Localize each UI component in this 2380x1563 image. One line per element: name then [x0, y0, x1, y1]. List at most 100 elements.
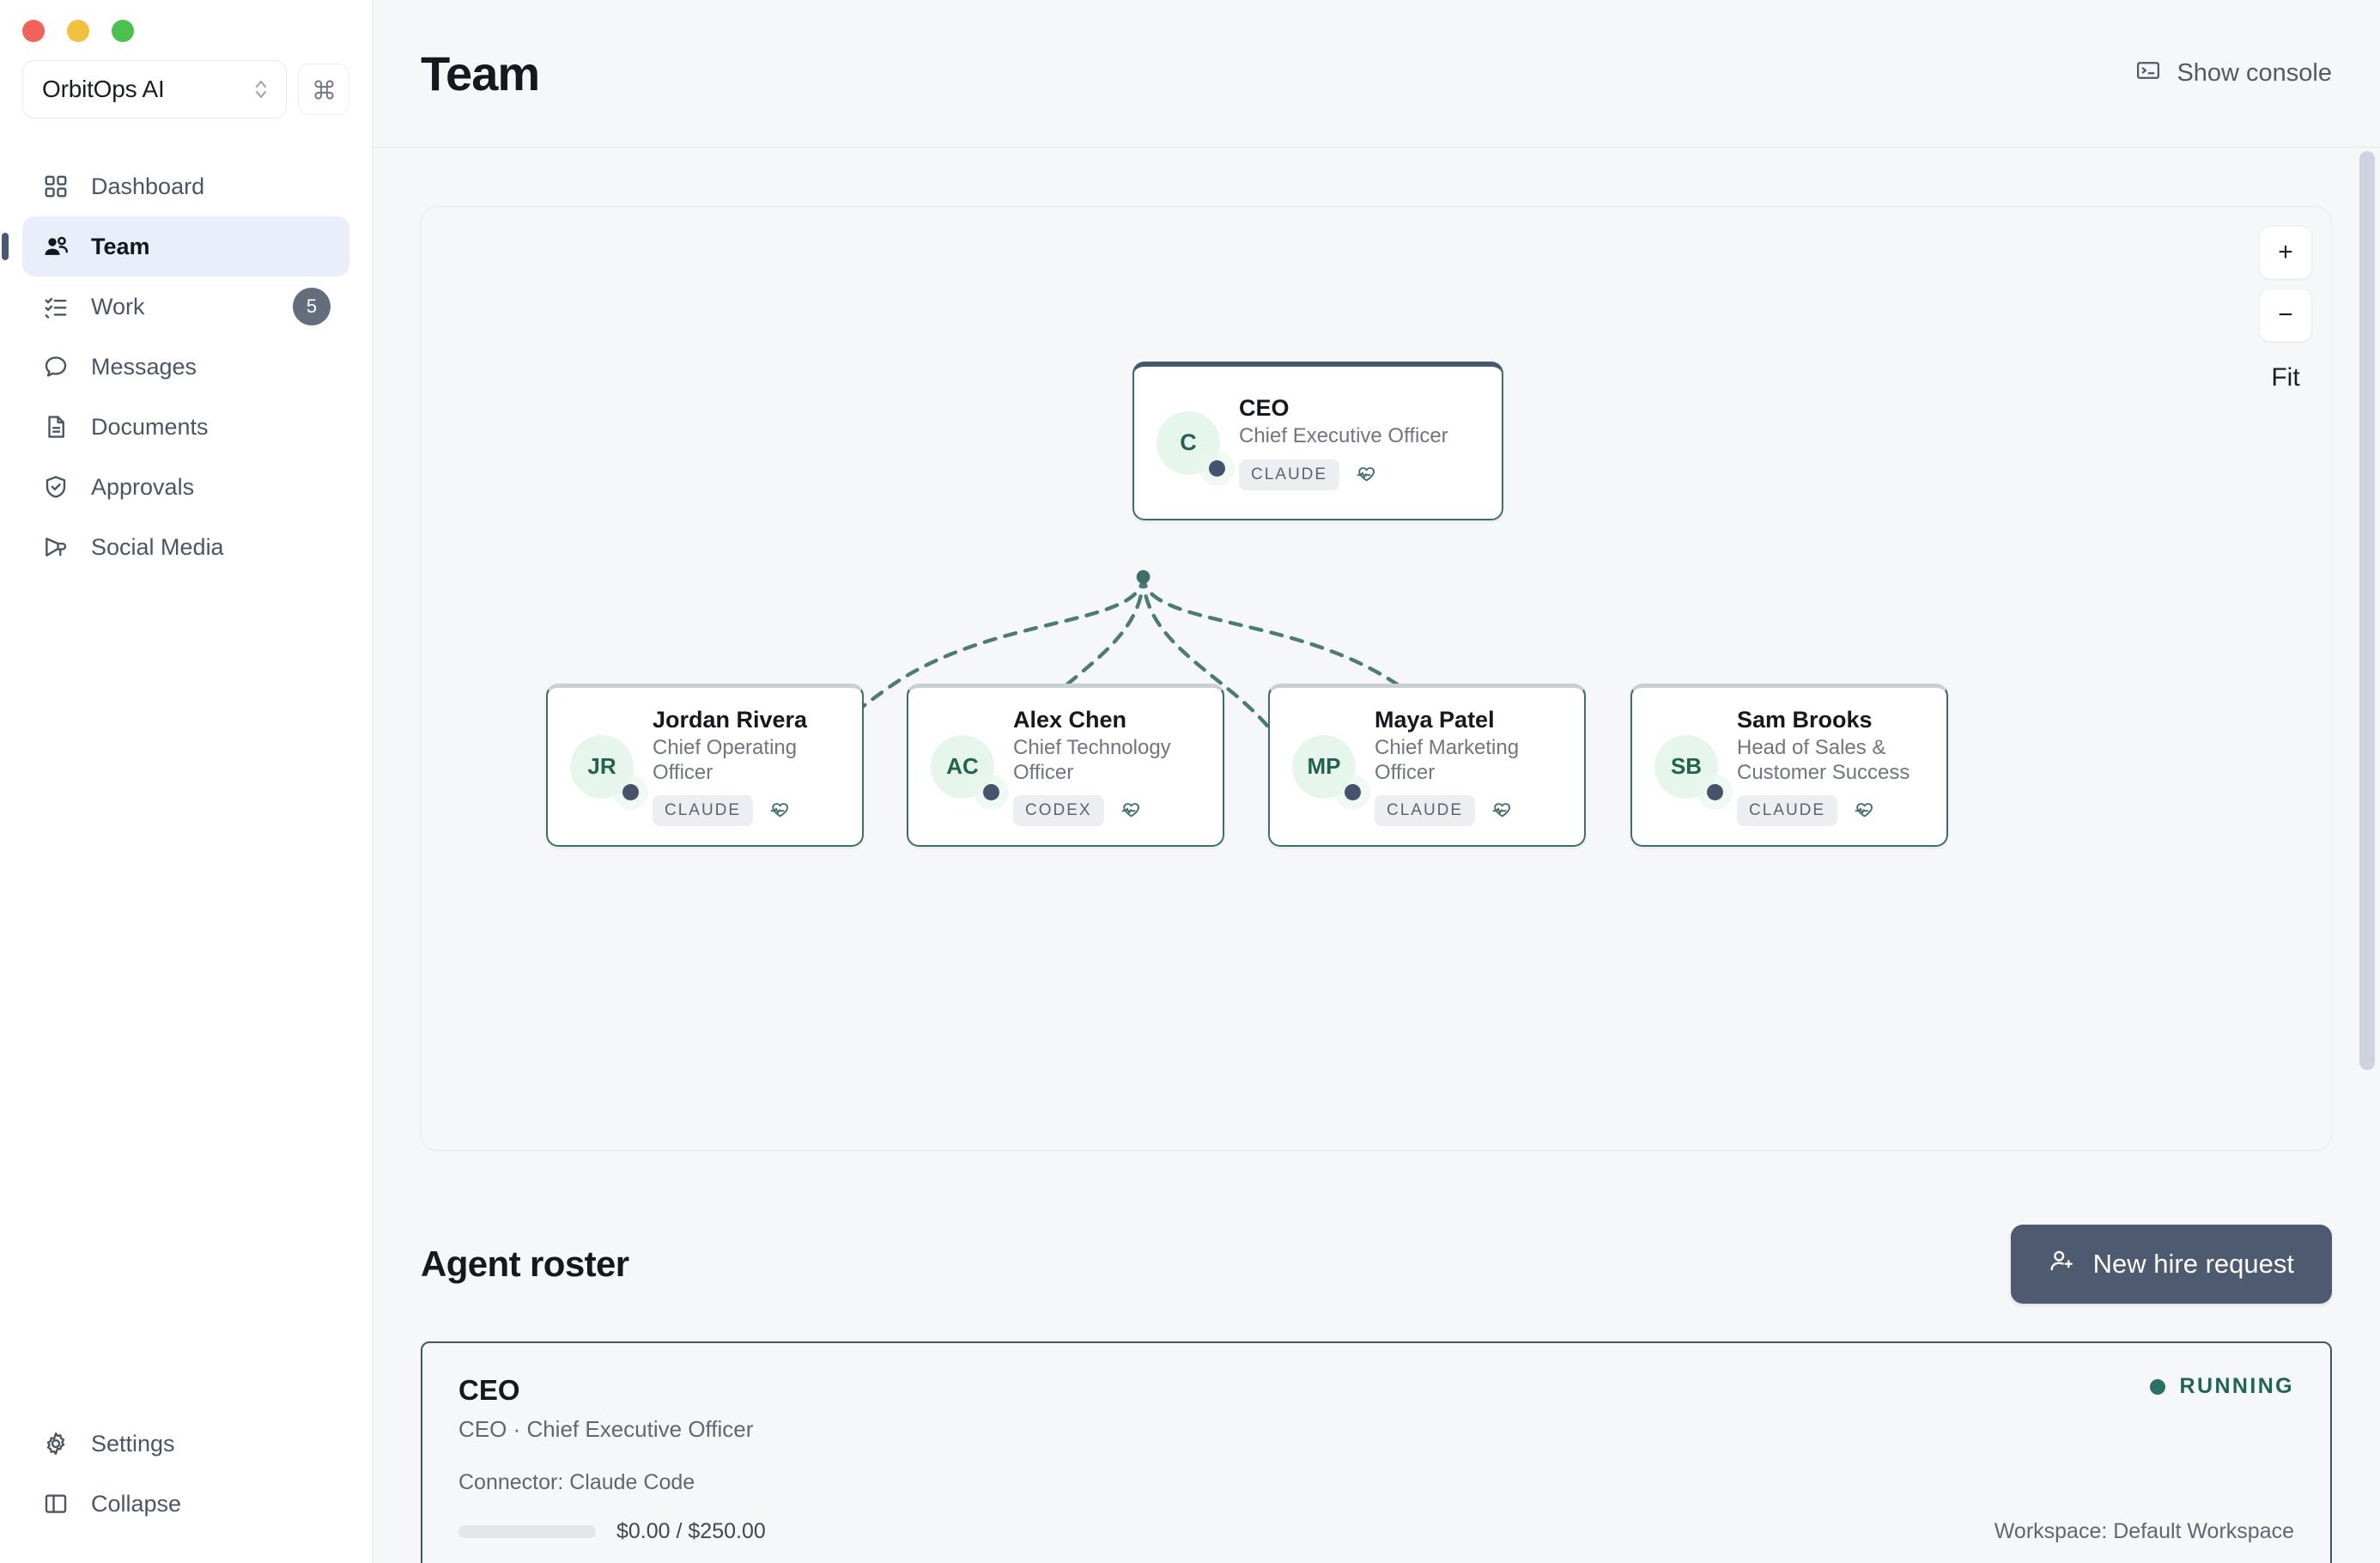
org-node-sam-brooks[interactable]: SB Sam Brooks Head of Sales & Customer S…: [1630, 684, 1948, 847]
avatar: JR: [570, 734, 639, 800]
org-node-meta: CODEX: [1013, 795, 1200, 827]
sidebar-item-label: Social Media: [91, 533, 224, 560]
new-hire-request-button[interactable]: New hire request: [2010, 1225, 2332, 1304]
avatar: C: [1157, 411, 1225, 477]
sidebar-item-label: Dashboard: [91, 173, 205, 199]
sidebar-item-label: Approvals: [91, 473, 195, 500]
org-node-body: Jordan Rivera Chief Operating Officer CL…: [653, 707, 840, 827]
content-area: + − Fit C: [373, 148, 2380, 1563]
org-node-jordan-rivera[interactable]: JR Jordan Rivera Chief Operating Officer…: [546, 684, 864, 847]
org-node-name: Alex Chen: [1013, 706, 1127, 733]
org-node-role: Chief Marketing Officer: [1375, 735, 1520, 785]
sidebar-item-messages[interactable]: Messages: [22, 337, 349, 397]
org-chart-canvas[interactable]: + − Fit C: [421, 206, 2332, 1151]
maximize-window-button[interactable]: [112, 20, 134, 42]
heart-pulse-icon: [1120, 800, 1142, 822]
status-label: RUNNING: [2179, 1374, 2294, 1398]
roster-title: Agent roster: [421, 1244, 629, 1284]
chat-bubble-icon: [41, 352, 70, 381]
command-palette-button[interactable]: [298, 64, 349, 115]
org-node-maya-patel[interactable]: MP Maya Patel Chief Marketing Officer CL…: [1268, 684, 1586, 847]
org-node-body: Alex Chen Chief Technology Officer CODEX: [1013, 707, 1200, 827]
sidebar-item-label: Collapse: [91, 1490, 182, 1517]
terminal-icon: [2135, 58, 2161, 90]
grid-icon: [41, 172, 70, 201]
roster-header: Agent roster New hire request: [421, 1225, 2332, 1304]
org-node-name: Jordan Rivera: [653, 706, 808, 733]
sidebar: OrbitOps AI: [0, 0, 373, 1563]
online-status-dot: [1345, 783, 1361, 800]
sidebar-item-team[interactable]: Team: [2, 216, 349, 277]
workspace-name: OrbitOps AI: [42, 76, 165, 102]
minimize-window-button[interactable]: [67, 20, 89, 42]
org-node-alex-chen[interactable]: AC Alex Chen Chief Technology Officer CO…: [907, 684, 1224, 847]
sidebar-bottom-nav: Settings Collapse: [0, 1414, 372, 1563]
new-hire-request-label: New hire request: [2092, 1249, 2294, 1279]
show-console-label: Show console: [2177, 59, 2332, 87]
org-node-body: Maya Patel Chief Marketing Officer CLAUD…: [1375, 707, 1562, 827]
chevron-updown-icon: [253, 76, 269, 102]
document-icon: [41, 412, 70, 441]
online-status-dot: [983, 783, 999, 800]
org-node-name: CEO: [1239, 395, 1290, 422]
avatar: MP: [1292, 734, 1361, 800]
zoom-in-button[interactable]: +: [2259, 226, 2312, 279]
org-node-role: Chief Technology Officer: [1013, 735, 1171, 785]
sidebar-item-settings[interactable]: Settings: [22, 1414, 349, 1474]
roster-agent-connector: Connector: Claude Code: [458, 1470, 695, 1494]
org-node-meta: CLAUDE: [1239, 459, 1448, 490]
budget-progress-bar: [458, 1525, 596, 1538]
window-traffic-lights: [0, 0, 372, 48]
model-chip: CLAUDE: [1375, 795, 1476, 827]
heart-pulse-icon: [1491, 800, 1513, 822]
sidebar-nav: Dashboard Team: [0, 156, 372, 577]
close-window-button[interactable]: [22, 20, 45, 42]
roster-row-ceo[interactable]: CEO CEO · Chief Executive Officer Connec…: [421, 1341, 2332, 1563]
sidebar-item-label: Work: [91, 293, 145, 319]
org-node-meta: CLAUDE: [1375, 795, 1562, 827]
model-chip: CLAUDE: [1239, 459, 1340, 490]
panel-collapse-icon: [41, 1489, 70, 1518]
sidebar-item-documents[interactable]: Documents: [22, 397, 349, 457]
megaphone-icon: [41, 532, 70, 562]
model-chip: CODEX: [1013, 795, 1104, 827]
workspace-switcher[interactable]: OrbitOps AI: [22, 60, 287, 119]
shield-check-icon: [41, 472, 70, 502]
model-chip: CLAUDE: [653, 795, 754, 827]
org-node-meta: CLAUDE: [1737, 795, 1922, 827]
roster-agent-name: CEO: [458, 1374, 520, 1406]
people-icon: [41, 232, 70, 261]
zoom-out-button[interactable]: −: [2259, 289, 2312, 342]
gear-icon: [41, 1429, 70, 1458]
online-status-dot: [1707, 783, 1723, 800]
sidebar-item-social-media[interactable]: Social Media: [22, 517, 349, 577]
model-chip: CLAUDE: [1737, 795, 1838, 827]
org-chart-edges: [825, 569, 1470, 766]
heart-pulse-icon: [1853, 800, 1875, 822]
org-node-role: Head of Sales & Customer Success: [1737, 735, 1910, 785]
work-count-badge: 5: [293, 288, 331, 325]
sidebar-item-dashboard[interactable]: Dashboard: [22, 156, 349, 216]
zoom-fit-button[interactable]: Fit: [2271, 363, 2300, 392]
main-scrollbar[interactable]: [2359, 151, 2375, 1070]
sidebar-item-label: Documents: [91, 413, 209, 440]
sidebar-item-work[interactable]: Work 5: [22, 277, 349, 337]
show-console-button[interactable]: Show console: [2135, 58, 2332, 90]
avatar: SB: [1654, 734, 1723, 800]
sidebar-item-label: Settings: [91, 1430, 175, 1457]
roster-row-right: RUNNING Workspace: Default Workspace: [1994, 1374, 2294, 1544]
org-node-name: Sam Brooks: [1737, 706, 1873, 733]
sidebar-item-approvals[interactable]: Approvals: [22, 457, 349, 517]
roster-agent-subtitle: CEO · Chief Executive Officer: [458, 1416, 754, 1442]
online-status-dot: [622, 783, 639, 800]
org-node-ceo[interactable]: C CEO Chief Executive Officer CLAUDE: [1132, 362, 1503, 520]
sidebar-item-collapse[interactable]: Collapse: [22, 1474, 349, 1534]
org-node-meta: CLAUDE: [653, 795, 840, 827]
org-node-role: Chief Operating Officer: [653, 735, 798, 785]
avatar: AC: [931, 734, 999, 800]
main-content: Team Show console + − Fit: [373, 0, 2380, 1563]
status-dot-icon: [2149, 1378, 2165, 1395]
org-node-role: Chief Executive Officer: [1239, 424, 1448, 448]
org-node-name: Maya Patel: [1375, 706, 1495, 733]
